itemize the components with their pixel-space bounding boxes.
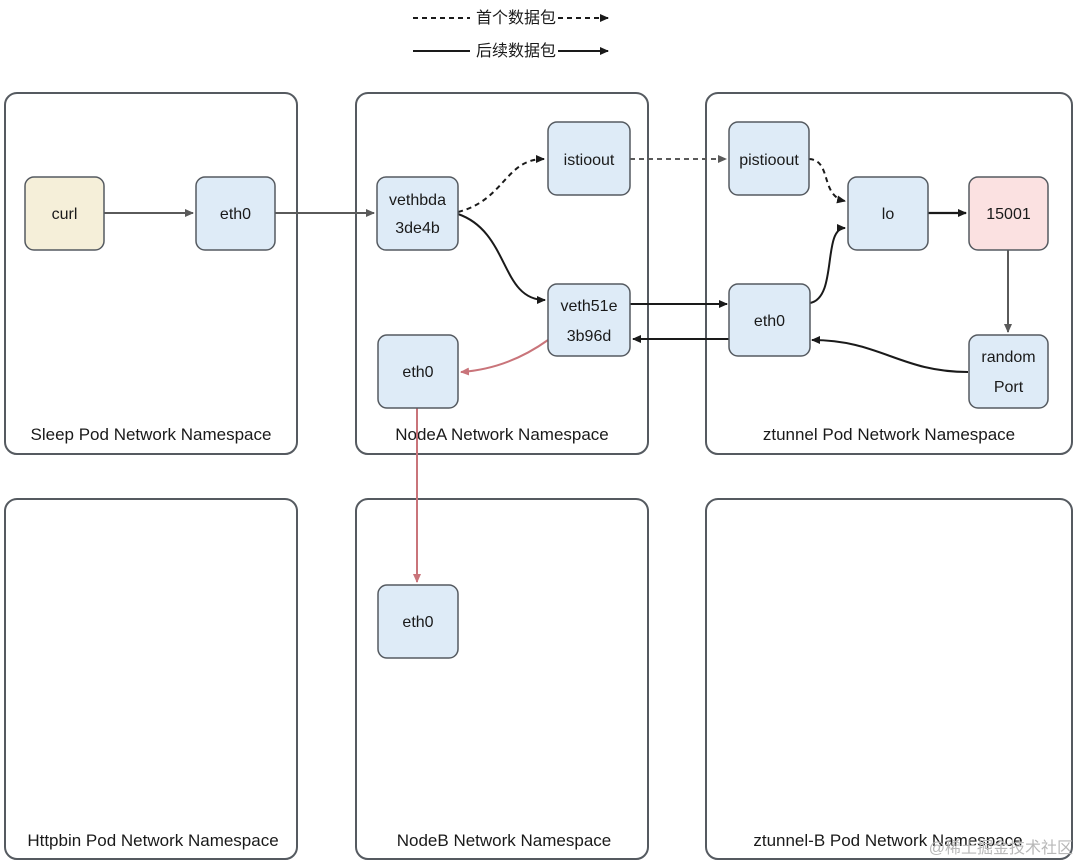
svg-text:istioout: istioout — [564, 152, 615, 169]
node-nodea-eth0: eth0 — [377, 334, 459, 409]
svg-text:pistioout: pistioout — [739, 152, 799, 169]
svg-text:eth0: eth0 — [402, 614, 433, 631]
node-curl: curl — [24, 176, 105, 251]
namespace-nodeb-label: NodeB Network Namespace — [397, 831, 611, 850]
svg-text:eth0: eth0 — [220, 206, 251, 223]
node-15001: 15001 — [968, 176, 1049, 251]
edge-pistioout-to-lo — [808, 158, 846, 204]
namespace-nodea-label: NodeA Network Namespace — [395, 425, 609, 444]
edge-vethbda-to-istioout — [457, 155, 545, 213]
svg-text:eth0: eth0 — [402, 364, 433, 381]
svg-text:vethbda: vethbda — [389, 192, 446, 209]
svg-text:veth51e: veth51e — [561, 298, 618, 315]
node-lo: lo — [847, 176, 929, 251]
svg-text:3b96d: 3b96d — [567, 328, 612, 345]
namespace-httpbin-label: Httpbin Pod Network Namespace — [27, 831, 278, 850]
node-istioout: istioout — [547, 121, 631, 196]
node-random-port: random Port — [968, 334, 1049, 409]
svg-text:curl: curl — [52, 206, 78, 223]
edge-ztunnel-eth0-to-lo — [809, 224, 846, 304]
namespace-nodeb: NodeB Network Namespace — [355, 498, 649, 860]
namespace-ztunnel-b-label: ztunnel-B Pod Network Namespace — [753, 831, 1022, 850]
namespace-sleep-label: Sleep Pod Network Namespace — [31, 425, 272, 444]
svg-text:15001: 15001 — [986, 206, 1031, 223]
svg-text:random: random — [981, 349, 1035, 366]
node-nodeb-eth0: eth0 — [377, 584, 459, 659]
node-sleep-eth0: eth0 — [195, 176, 276, 251]
watermark: @稀土掘金技术社区 — [929, 839, 1073, 857]
edge-veth51e-to-nodea-eth0 — [460, 339, 549, 376]
legend-first-packet: 首个数据包 — [476, 9, 556, 27]
node-veth51e: veth51e 3b96d — [547, 283, 631, 357]
node-pistioout: pistioout — [728, 121, 810, 196]
svg-text:eth0: eth0 — [754, 313, 785, 330]
svg-text:3de4b: 3de4b — [395, 220, 440, 237]
svg-text:Port: Port — [994, 379, 1024, 396]
svg-text:lo: lo — [882, 206, 895, 223]
edge-vethbda-to-veth51e — [457, 213, 546, 304]
node-vethbda: vethbda 3de4b — [376, 176, 459, 251]
legend-subsequent-packets: 后续数据包 — [476, 42, 556, 60]
legend: 首个数据包 后续数据包 — [413, 9, 609, 60]
edges — [104, 155, 1012, 583]
edge-random-port-to-ztunnel-eth0 — [811, 336, 969, 373]
namespace-sleep: Sleep Pod Network Namespace — [4, 92, 298, 455]
namespace-httpbin: Httpbin Pod Network Namespace — [4, 498, 298, 860]
namespace-ztunnel-label: ztunnel Pod Network Namespace — [763, 425, 1015, 444]
namespace-ztunnel-b: ztunnel-B Pod Network Namespace — [705, 498, 1073, 860]
node-ztunnel-eth0: eth0 — [728, 283, 811, 357]
